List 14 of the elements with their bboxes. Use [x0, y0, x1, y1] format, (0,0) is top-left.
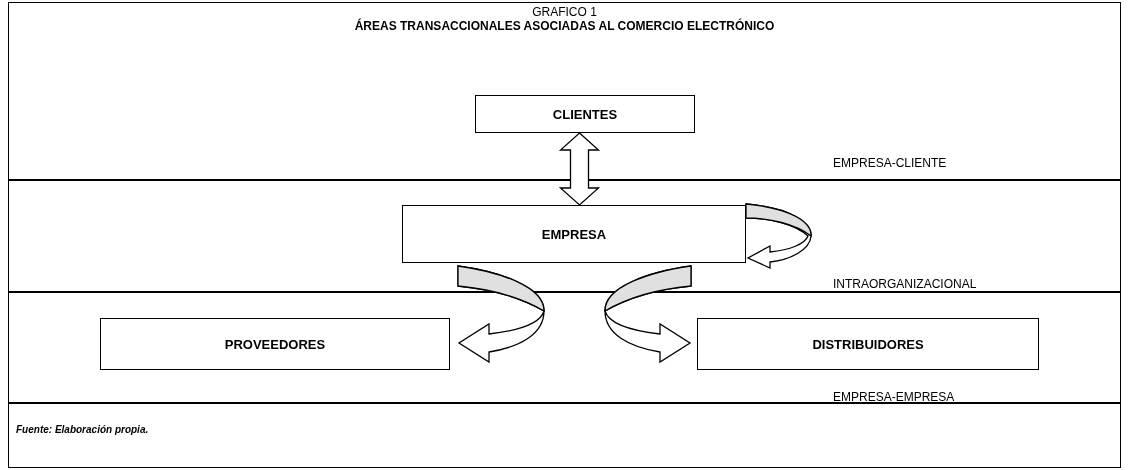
box-label: EMPRESA — [541, 226, 607, 242]
box-label: PROVEEDORES — [224, 336, 326, 352]
entity-box — [475, 95, 695, 133]
figure-number: GRAFICO 1 — [531, 5, 598, 19]
box-label: DISTRIBUIDORES — [812, 336, 924, 352]
box-label: CLIENTES — [552, 106, 618, 122]
source-note: Fuente: Elaboración propia. — [16, 424, 149, 435]
entity-box — [697, 318, 1039, 370]
band-label: EMPRESA-EMPRESA — [833, 390, 955, 404]
entity-box — [402, 205, 746, 263]
band-label: INTRAORGANIZACIONAL — [833, 277, 977, 291]
band-label: EMPRESA-CLIENTE — [833, 156, 947, 170]
chart-title: ÁREAS TRANSACCIONALES ASOCIADAS AL COMERCIO ELECTRÓNICO — [353, 19, 776, 33]
entity-box — [100, 318, 450, 370]
